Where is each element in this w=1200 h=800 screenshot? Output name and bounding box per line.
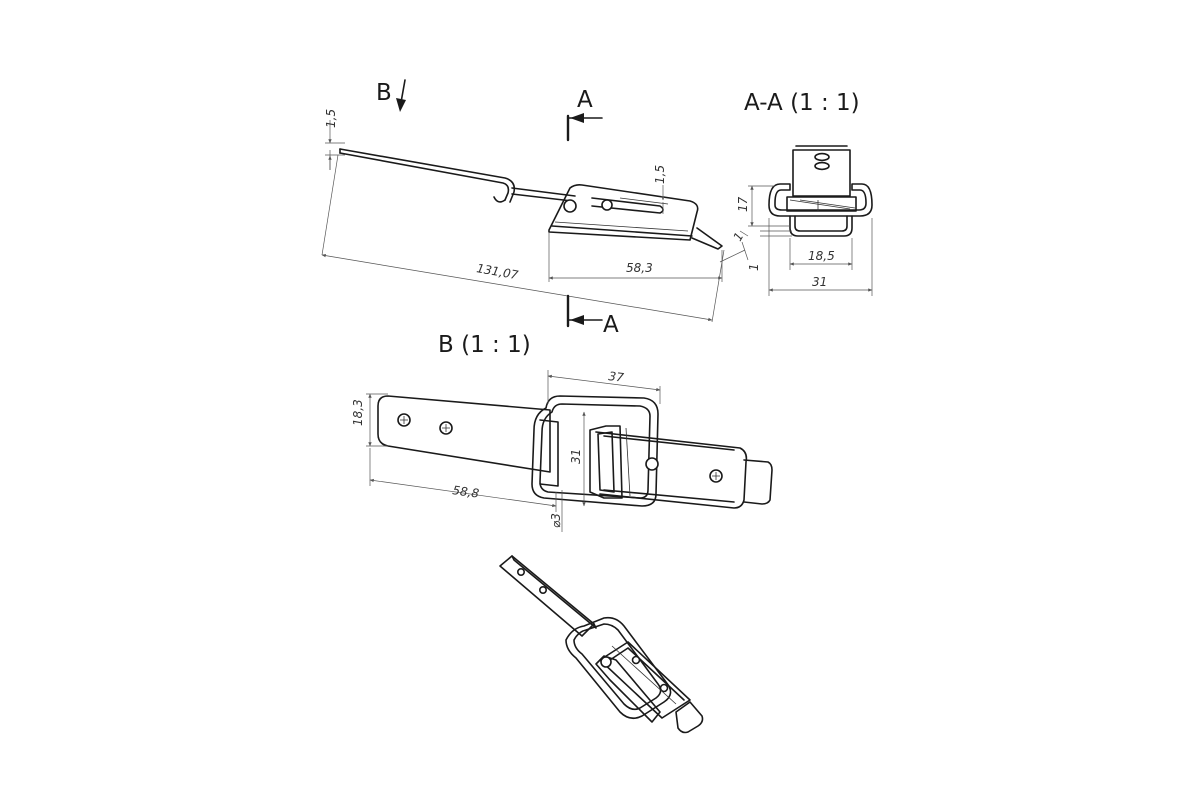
section-letter-top: A	[577, 87, 593, 113]
view-b-marker: B	[376, 79, 406, 112]
view-b-title: B (1 : 1)	[438, 332, 531, 358]
isometric-view	[499, 555, 704, 734]
dim-base-length: 58,3	[626, 261, 653, 275]
dim-side-thickness-2: 1,5	[653, 165, 667, 184]
dim-overall-length: 131,07	[475, 261, 519, 282]
dim-section-inner-width: 18,5	[808, 249, 835, 263]
view-b: B (1 : 1) 18,3	[351, 332, 773, 532]
section-letter-bottom: A	[603, 312, 619, 338]
dim-section-height: 17	[736, 196, 750, 212]
section-a-a: A-A (1 : 1) 17 18,5 31	[736, 90, 873, 296]
dim-plan-offset: 58,8	[452, 483, 481, 501]
section-mark-bottom: A	[566, 294, 619, 338]
dim-plan-width: 18,3	[351, 399, 365, 426]
view-b-letter: B	[376, 80, 392, 106]
pivot-icon	[563, 199, 577, 213]
dim-side-thickness: 1,5	[324, 109, 338, 128]
dim-tip-2: 1	[747, 263, 761, 271]
side-view: 1,5 131,07 58,3 1,5 1 1	[321, 109, 761, 323]
dim-section-width: 31	[812, 275, 827, 289]
section-title: A-A (1 : 1)	[744, 90, 860, 116]
dim-hole-diameter: ⌀3	[549, 513, 563, 528]
dim-plan-frame-height: 31	[569, 449, 583, 464]
section-mark-top: A	[566, 87, 603, 142]
lever-hole-1	[645, 457, 659, 471]
dim-plan-frame-width: 37	[608, 369, 625, 385]
dim-tip-1: 1	[730, 230, 746, 244]
